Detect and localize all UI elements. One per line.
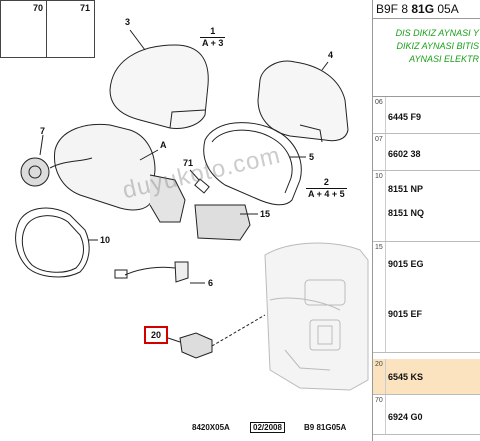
fraction-2-num: 2 xyxy=(306,177,347,189)
part-row-10[interactable]: 10 8151 NP 8151 NQ xyxy=(373,171,480,242)
callout-15: 15 xyxy=(260,209,271,219)
code-bold: 81G xyxy=(411,2,435,16)
code-suffix: 05A xyxy=(434,2,459,16)
row-number: 06 xyxy=(375,99,383,106)
row-number: 20 xyxy=(375,361,383,368)
part-number: 6545 KS xyxy=(388,372,424,382)
callout-71: 71 xyxy=(79,3,90,13)
row-number: 07 xyxy=(375,136,383,143)
fraction-1-num: 1 xyxy=(200,26,226,38)
callout-6: 6 xyxy=(208,278,214,288)
part-number: 8151 NQ xyxy=(388,208,425,218)
thumb-box-71: 71 xyxy=(46,0,95,58)
part-row-15[interactable]: 15 9015 EG 9015 EF xyxy=(373,242,480,353)
row-number: 15 xyxy=(375,244,383,251)
part-row-70[interactable]: 70 6924 G0 xyxy=(373,395,480,435)
part-number: 9015 EG xyxy=(388,259,424,269)
callout-70: 70 xyxy=(32,3,43,13)
connector-6 xyxy=(174,261,189,283)
diagram-drawing xyxy=(11,15,369,391)
mirror-housing xyxy=(53,123,156,211)
part-number: 9015 EF xyxy=(388,309,423,319)
callout-4: 4 xyxy=(328,50,334,60)
mirror-frame-5 xyxy=(203,122,302,206)
callout-7: 7 xyxy=(40,126,46,136)
callout-10: 10 xyxy=(100,235,111,245)
bolt-20 xyxy=(179,332,213,359)
callout-3: 3 xyxy=(125,17,131,27)
part-number: 8151 NP xyxy=(388,184,424,194)
part-row-07[interactable]: 07 6602 38 xyxy=(373,134,480,171)
code-prefix: B9F 8 xyxy=(376,2,412,16)
mirror-glass-10 xyxy=(15,207,90,278)
fraction-1: 1 A + 3 xyxy=(200,26,226,49)
vehicle-dashboard xyxy=(264,242,369,391)
thumb-box-70: 70 xyxy=(0,0,48,58)
row-number: 10 xyxy=(375,173,383,180)
part-number: 6602 38 xyxy=(388,149,421,159)
part-number: 6445 F9 xyxy=(388,112,422,122)
mirror-cover-3 xyxy=(109,44,209,129)
fraction-1-den: A + 3 xyxy=(202,38,224,48)
part-number: 6924 G0 xyxy=(388,412,423,422)
footer-left-code: 8420X05A xyxy=(192,423,230,432)
parts-list-panel: B9F 8 81G 05A DIS DIKIZ AYNASI Y DIKIZ A… xyxy=(372,0,480,441)
panel-description: DIS DIKIZ AYNASI Y DIKIZ AYNASI BITIS AY… xyxy=(373,19,480,97)
footer-date: 02/2008 xyxy=(250,422,285,433)
desc-line-1: DIS DIKIZ AYNASI Y xyxy=(395,28,479,38)
callout-A: A xyxy=(160,140,167,150)
panel-code-header: B9F 8 81G 05A xyxy=(373,0,480,19)
exploded-parts-diagram: 70 71 3 1 A + 3 4 7 A 5 71 2 A + 4 + 5 1… xyxy=(0,0,369,433)
callout-71-inline: 71 xyxy=(183,158,194,168)
row-number: 70 xyxy=(375,397,383,404)
part-row-20[interactable]: 20 6545 KS xyxy=(373,359,480,395)
part-row-06[interactable]: 06 6445 F9 xyxy=(373,97,480,134)
fraction-2-den: A + 4 + 5 xyxy=(308,189,345,199)
base-plate-15 xyxy=(194,204,251,241)
fraction-2: 2 A + 4 + 5 xyxy=(306,177,347,200)
motor-7 xyxy=(20,157,50,187)
footer-right-code: B9 81G05A xyxy=(304,423,347,432)
desc-line-2: DIKIZ AYNASI BITIS xyxy=(396,41,479,51)
callout-20: 20 xyxy=(144,326,168,344)
callout-5: 5 xyxy=(309,152,315,162)
desc-line-3: AYNASI ELEKTR xyxy=(409,54,479,64)
